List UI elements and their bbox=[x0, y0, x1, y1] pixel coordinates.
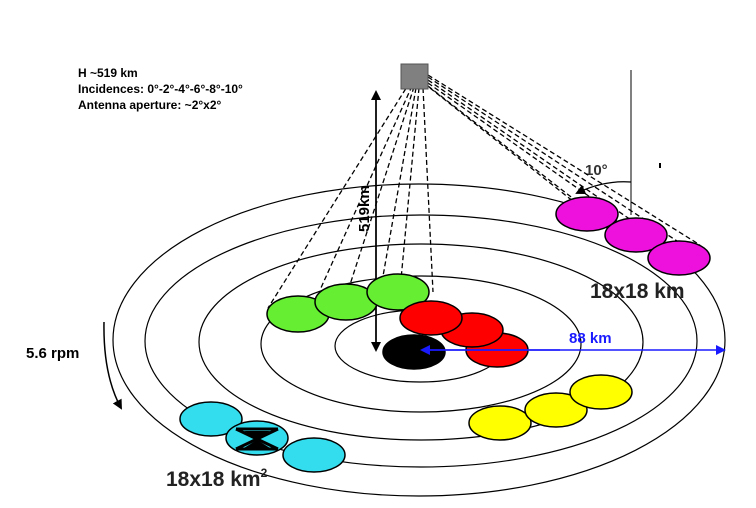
magenta-footprints bbox=[555, 196, 711, 276]
footprint-size-label-left: 18x18 km2 bbox=[166, 466, 268, 491]
cyan-footprints bbox=[179, 401, 346, 473]
angle-label: 10° bbox=[585, 162, 608, 179]
yellow-footprint-2 bbox=[524, 392, 588, 428]
nadir-footprint bbox=[382, 334, 446, 370]
incidences-param: Incidences: 0°-2°-4°-6°-8°-10° bbox=[78, 82, 243, 96]
magenta-footprint-1 bbox=[555, 196, 619, 232]
cyan-footprint-3 bbox=[282, 437, 346, 473]
magenta-footprint-2 bbox=[604, 217, 668, 253]
rotation-arrow bbox=[103, 321, 122, 410]
red-footprint-1 bbox=[399, 300, 463, 336]
ring-3 bbox=[198, 243, 644, 441]
magenta-footprint-3 bbox=[647, 240, 711, 276]
footprint-size-label-right: 18x18 km bbox=[590, 280, 685, 303]
ring-4 bbox=[144, 214, 698, 468]
green-footprints bbox=[266, 273, 430, 333]
satellite-icon bbox=[400, 63, 429, 90]
radius-label: 88 km bbox=[569, 330, 612, 347]
aperture-param: Antenna aperture: ~2°x2° bbox=[78, 98, 222, 112]
pixel-grid-icon bbox=[235, 427, 279, 451]
yellow-footprint-3 bbox=[569, 374, 633, 410]
footprint-size-left-sup: 2 bbox=[261, 466, 268, 480]
yellow-footprints bbox=[468, 374, 633, 441]
footprint-size-left-main: 18x18 km bbox=[166, 468, 261, 491]
altitude-axis-label: 519km bbox=[356, 185, 373, 232]
reference-tick bbox=[659, 163, 661, 168]
altitude-param: H ~519 km bbox=[78, 66, 138, 80]
ground-rings bbox=[112, 183, 726, 497]
rotation-label: 5.6 rpm bbox=[26, 345, 79, 362]
yellow-footprint-1 bbox=[468, 405, 532, 441]
angle-arc bbox=[575, 181, 632, 195]
beam-lines bbox=[267, 74, 701, 309]
green-footprint-3 bbox=[366, 273, 430, 311]
ring-2 bbox=[260, 275, 582, 413]
cyan-footprint-1 bbox=[179, 401, 243, 437]
red-footprints bbox=[399, 300, 529, 368]
ring-5 bbox=[112, 183, 726, 497]
